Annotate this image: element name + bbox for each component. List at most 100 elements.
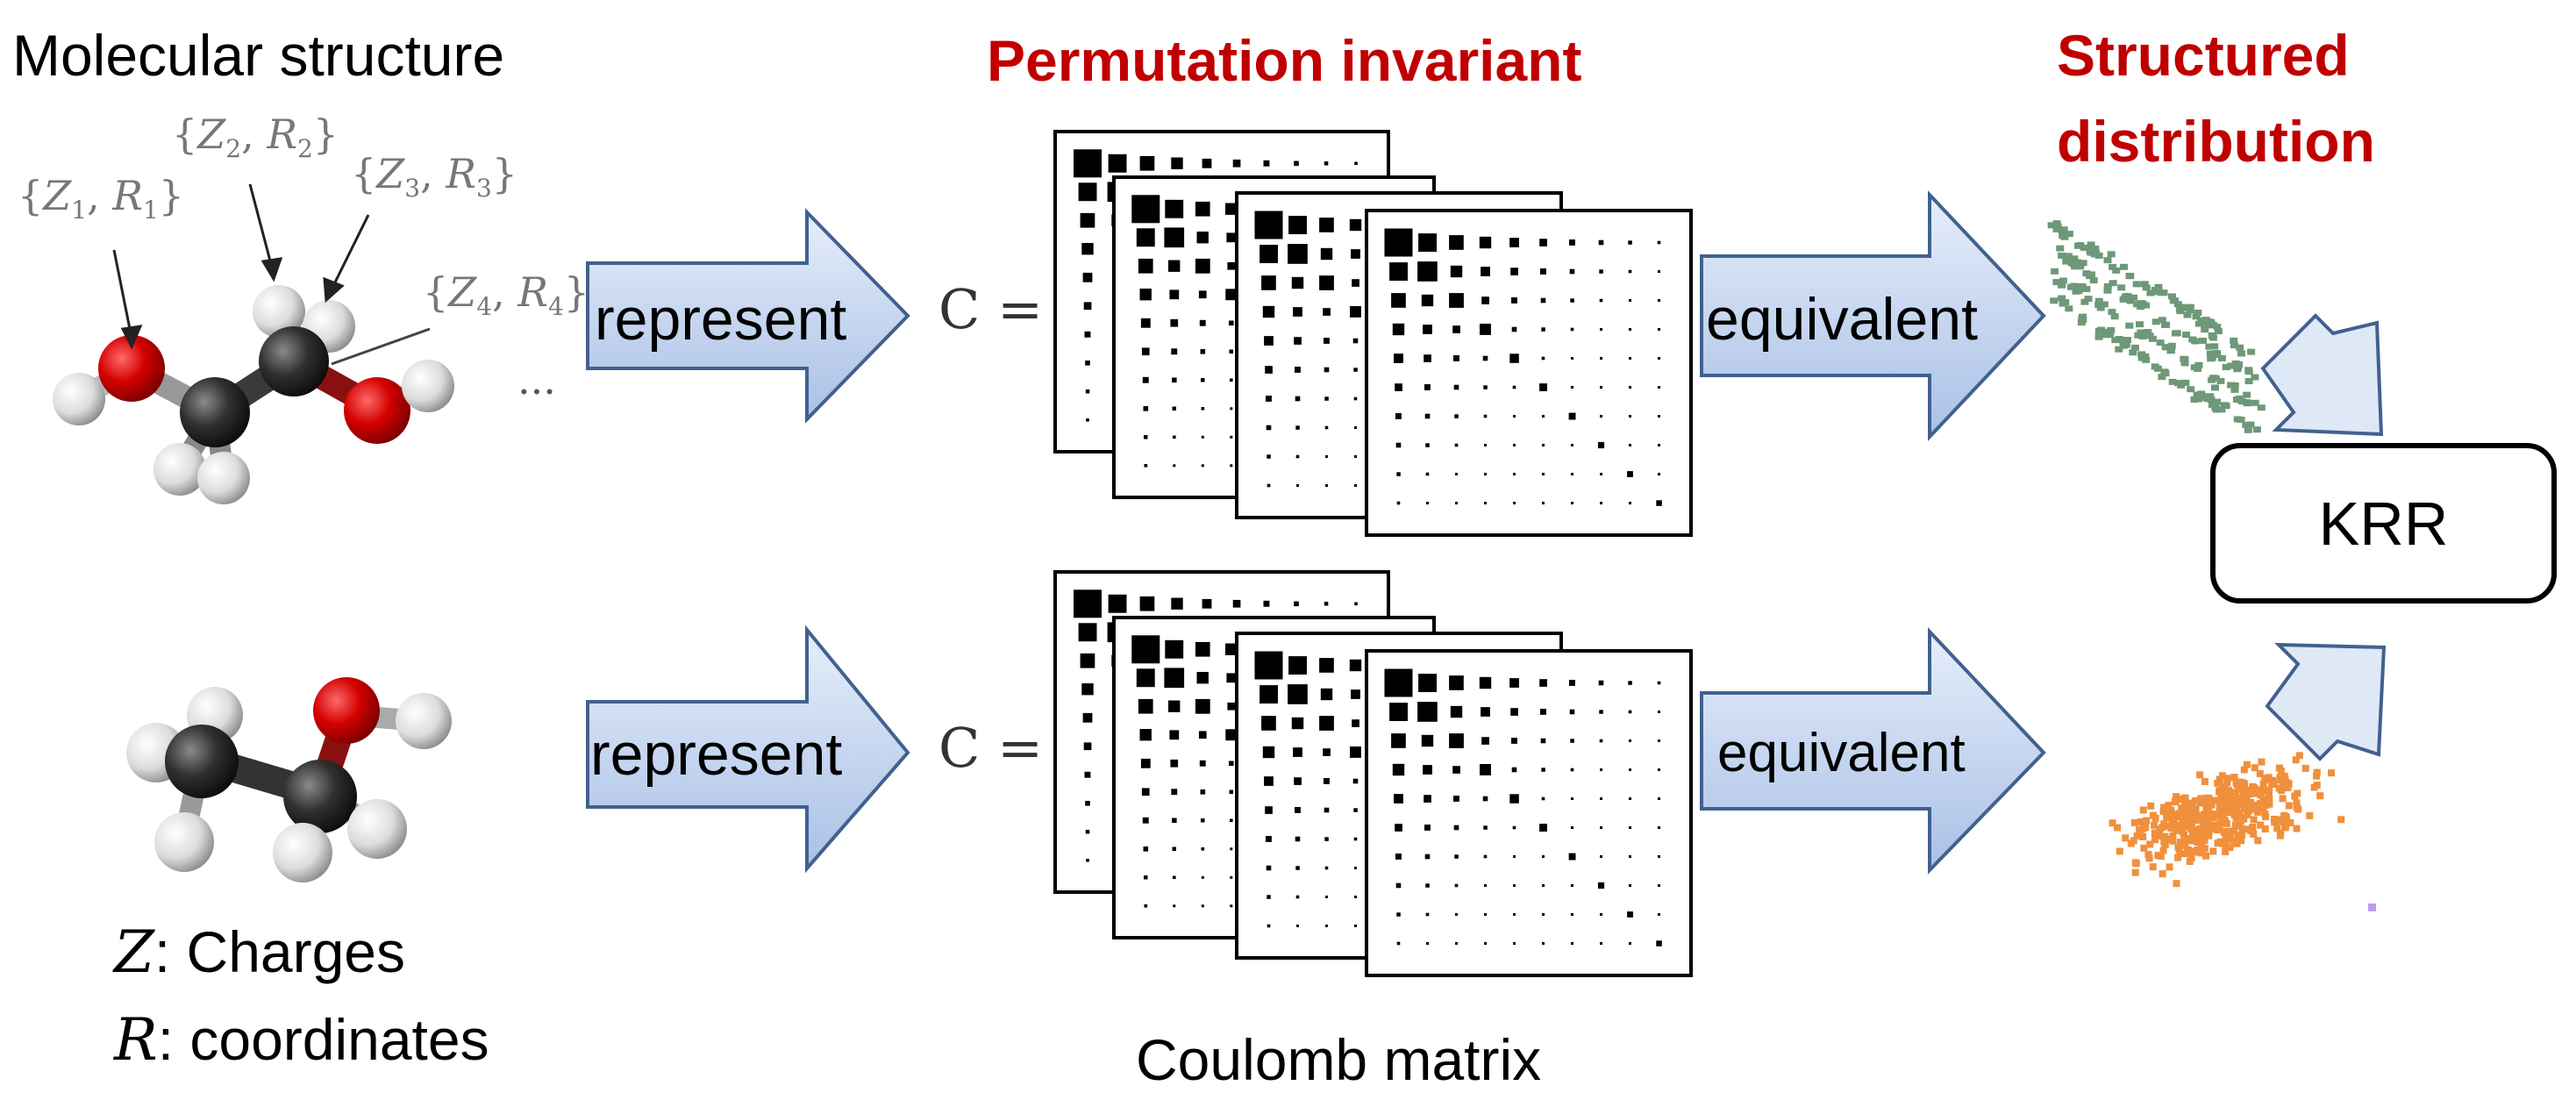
matrix-cell: [1658, 299, 1660, 302]
scatter-point: [2162, 321, 2171, 328]
scatter-point: [2169, 824, 2177, 832]
scatter-point: [2058, 252, 2066, 259]
scatter-point: [2216, 775, 2223, 783]
matrix-cell: [1571, 797, 1573, 800]
scatter-point: [2110, 313, 2119, 320]
matrix-cell: [1352, 338, 1359, 344]
molecule-top: [53, 285, 454, 504]
matrix-cell: [1082, 712, 1093, 723]
matrix-cell: [1232, 599, 1241, 608]
scatter-point: [2194, 839, 2201, 846]
matrix-cell: [1261, 275, 1276, 290]
matrix-cell: [1484, 884, 1487, 887]
scatter-point: [2219, 791, 2227, 799]
scatter-point: [2204, 794, 2212, 802]
matrix-cell: [1229, 761, 1234, 767]
matrix-cell: [1542, 884, 1545, 887]
matrix-cell: [1424, 413, 1431, 419]
matrix-cell: [1449, 733, 1464, 748]
scatter-point: [2132, 281, 2141, 288]
scatter-point: [2205, 809, 2213, 817]
scatter-point: [2269, 776, 2277, 784]
matrix-cell: [1569, 239, 1575, 246]
scatter-point: [2287, 818, 2294, 826]
scatter-point: [2250, 816, 2258, 824]
matrix-cell: [1598, 239, 1604, 246]
matrix-cell: [1354, 455, 1357, 458]
scatter-point: [2058, 282, 2066, 289]
scatter-point: [2194, 846, 2201, 854]
matrix-cell: [1139, 596, 1155, 611]
scatter-point: [2223, 819, 2230, 827]
scatter-point: [2214, 779, 2222, 787]
matrix-cell: [1172, 406, 1176, 411]
scatter-point: [2203, 801, 2211, 809]
matrix-cell: [1513, 473, 1516, 475]
scatter-point: [2233, 366, 2242, 373]
scatter-point: [2177, 839, 2184, 846]
matrix-cell: [1658, 855, 1660, 858]
scatter-point: [2242, 422, 2251, 429]
matrix-cell: [1200, 789, 1206, 795]
scatter-point: [2149, 863, 2157, 871]
scatter-point: [2052, 220, 2061, 227]
coulomb-matrix-stack-top: [1053, 130, 1693, 537]
scatter-point: [2337, 816, 2345, 824]
matrix-cell: [1421, 294, 1434, 307]
matrix-cell: [1600, 855, 1602, 858]
matrix-cell: [1144, 875, 1148, 880]
scatter-point: [2254, 808, 2261, 816]
scatter-point: [2197, 392, 2206, 399]
matrix-cell: [1600, 386, 1602, 389]
scatter-point: [2161, 840, 2169, 848]
legend-z-text: : Charges: [153, 919, 405, 984]
scatter-point: [2061, 299, 2070, 305]
matrix-cell: [1254, 211, 1283, 239]
matrix-cell: [1512, 825, 1516, 830]
equivalent-arrow-top: [1700, 189, 2046, 442]
matrix-cell: [1628, 681, 1632, 685]
matrix-cell: [1265, 366, 1273, 374]
scatter-point: [2168, 818, 2176, 825]
matrix-cell: [1453, 825, 1459, 831]
scatter-point: [2254, 837, 2262, 845]
matrix-cell: [1513, 502, 1516, 504]
matrix-cell: [1201, 818, 1205, 823]
matrix-cell: [1085, 361, 1090, 366]
scatter-point: [2204, 826, 2212, 834]
scatter-point: [2244, 426, 2252, 433]
matrix-cell: [1198, 290, 1207, 299]
scatter-point: [2156, 339, 2165, 346]
scatter-point: [2100, 301, 2109, 308]
scatter-point: [2073, 259, 2081, 266]
scatter-point: [2111, 337, 2120, 344]
matrix-cell: [1598, 680, 1604, 686]
scatter-point: [2237, 797, 2244, 804]
scatter-point: [2256, 769, 2264, 777]
hydrogen-atom: [396, 693, 452, 749]
matrix-cell: [1230, 378, 1233, 382]
matrix-cell: [1484, 913, 1487, 916]
matrix-cell: [1599, 739, 1603, 743]
scatter-point: [2198, 849, 2206, 857]
matrix-cell: [1425, 472, 1430, 476]
hydrogen-atom: [347, 799, 407, 859]
scatter-point: [2161, 370, 2170, 377]
matrix-cell: [1540, 709, 1546, 715]
matrix-cell: [1136, 228, 1155, 247]
matrix-cell: [1571, 826, 1573, 829]
scatter-point: [2205, 813, 2213, 821]
scatter-point: [2082, 285, 2091, 292]
scatter-point: [2174, 380, 2182, 387]
scatter-point: [2103, 257, 2112, 264]
legend-z-symbol: Z: [114, 918, 154, 986]
atom-label-3: {Z3, R3}: [351, 150, 518, 204]
scatter-point: [2154, 283, 2163, 290]
matrix-cell: [1201, 435, 1204, 439]
scatter-point: [2169, 832, 2177, 839]
scatter-point: [2059, 232, 2067, 239]
matrix-cell: [1295, 807, 1301, 813]
scatter-point: [2243, 391, 2251, 398]
scatter-point: [2140, 844, 2148, 852]
matrix-cell: [1172, 818, 1177, 824]
